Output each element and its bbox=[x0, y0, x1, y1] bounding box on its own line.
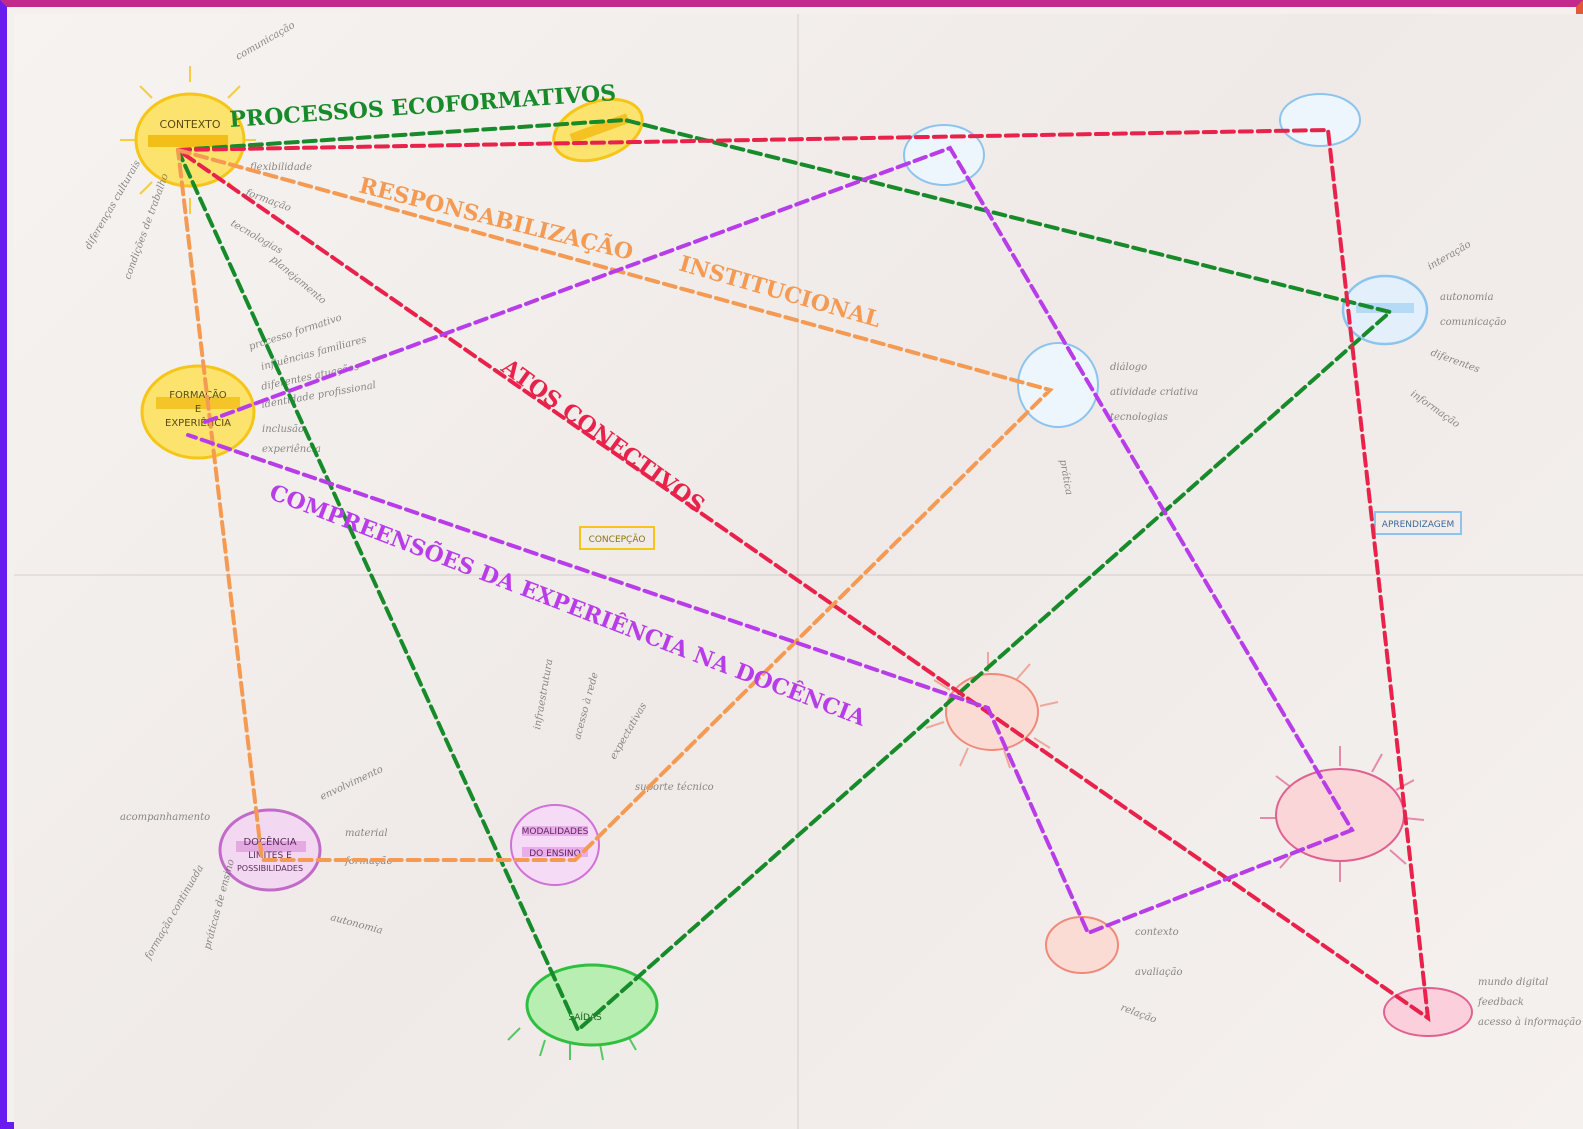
formacao-label-2: E bbox=[195, 404, 201, 415]
node-modalidades: MODALIDADES DO ENSINO bbox=[510, 804, 600, 886]
svg-text:prática: prática bbox=[1057, 459, 1074, 496]
svg-text:feedback: feedback bbox=[1477, 997, 1524, 1008]
svg-text:flexibilidade: flexibilidade bbox=[249, 162, 312, 173]
tag-aprendizagem: APRENDIZAGEM bbox=[1374, 511, 1462, 535]
svg-text:diálogo: diálogo bbox=[1110, 362, 1147, 373]
svg-text:autonomia: autonomia bbox=[329, 912, 384, 936]
svg-text:avaliação: avaliação bbox=[1135, 967, 1183, 978]
svg-text:acompanhamento: acompanhamento bbox=[120, 812, 210, 823]
svg-text:APRENDIZAGEM: APRENDIZAGEM bbox=[1382, 520, 1454, 530]
svg-text:contexto: contexto bbox=[1135, 927, 1179, 938]
svg-text:CONCEPÇÃO: CONCEPÇÃO bbox=[589, 534, 646, 545]
svg-text:mundo digital: mundo digital bbox=[1478, 977, 1548, 988]
svg-text:material: material bbox=[345, 828, 388, 839]
formacao-label-3: EXPERIÊNCIA bbox=[165, 416, 231, 429]
svg-text:formação continuada: formação continuada bbox=[143, 863, 207, 962]
docencia-label-3: POSSIBILIDADES bbox=[237, 864, 303, 873]
svg-text:planejamento: planejamento bbox=[268, 254, 328, 307]
node-pink-right bbox=[1260, 746, 1425, 882]
purple-connection-line bbox=[186, 145, 1355, 936]
node-blue-top-center bbox=[903, 124, 985, 186]
svg-text:infraestrutura: infraestrutura bbox=[532, 658, 555, 730]
modalidades-label-2: DO ENSINO bbox=[529, 849, 580, 859]
svg-text:comunicação: comunicação bbox=[1440, 317, 1506, 328]
node-formacao: FORMAÇÃO E EXPERIÊNCIA bbox=[140, 364, 256, 460]
svg-text:tecnologias: tecnologias bbox=[229, 218, 285, 256]
svg-text:acesso à informação: acesso à informação bbox=[1478, 1017, 1581, 1028]
handwriting-bottom-right: mundo digital feedback acesso à informaç… bbox=[1477, 977, 1581, 1028]
svg-text:experiência: experiência bbox=[262, 444, 321, 455]
label-atos-conectivos: ATOS CONECTIVOS bbox=[496, 353, 710, 518]
svg-text:informação: informação bbox=[1408, 388, 1461, 430]
svg-text:diferenças culturais: diferenças culturais bbox=[83, 159, 143, 252]
label-responsabilizacao: RESPONSABILIZAÇÃO bbox=[357, 172, 636, 266]
docencia-label-1: DOCÊNCIA bbox=[243, 835, 296, 848]
svg-text:envolvimento: envolvimento bbox=[319, 764, 385, 803]
svg-text:comunicação: comunicação bbox=[234, 20, 297, 63]
orange-connection-line bbox=[176, 148, 1054, 862]
node-docencia: DOCÊNCIA LIMITES E POSSIBILIDADES bbox=[218, 808, 322, 892]
tag-concepcao: CONCEPÇÃO bbox=[579, 526, 655, 550]
svg-text:acesso à rede: acesso à rede bbox=[572, 671, 601, 741]
svg-text:interação: interação bbox=[1426, 239, 1473, 272]
svg-text:tecnologias: tecnologias bbox=[1110, 412, 1168, 423]
label-compreensoes: COMPREENSÕES DA EXPERIÊNCIA NA DOCÊNCIA bbox=[266, 478, 870, 732]
docencia-label-2: LIMITES E bbox=[248, 851, 292, 861]
label-institucional: INSTITUCIONAL bbox=[676, 251, 883, 333]
green-connection-line bbox=[176, 117, 1395, 1034]
contexto-label: CONTEXTO bbox=[160, 118, 221, 131]
node-yellow-top bbox=[552, 97, 644, 163]
modalidades-label-1: MODALIDADES bbox=[522, 827, 589, 837]
svg-text:práticas de ensino: práticas de ensino bbox=[202, 858, 237, 951]
paper-background bbox=[14, 14, 1583, 1129]
red-connection-line bbox=[176, 127, 1431, 1023]
svg-text:suporte técnico: suporte técnico bbox=[635, 782, 714, 793]
svg-text:relação: relação bbox=[1119, 1002, 1158, 1025]
node-blue-top-right bbox=[1279, 93, 1361, 147]
node-peach-center bbox=[925, 652, 1059, 769]
svg-text:formação: formação bbox=[344, 856, 393, 867]
svg-text:diferentes: diferentes bbox=[1429, 347, 1481, 375]
svg-text:autonomia: autonomia bbox=[1440, 292, 1494, 303]
svg-text:expectativas: expectativas bbox=[608, 701, 649, 761]
svg-text:atividade criativa: atividade criativa bbox=[1110, 387, 1198, 398]
node-peach-small bbox=[1045, 916, 1119, 974]
formacao-label-1: FORMAÇÃO bbox=[169, 388, 227, 401]
handwriting-pink-small: contexto avaliação relação bbox=[1119, 927, 1183, 1026]
handwriting-modalidades: infraestrutura acesso à rede expectativa… bbox=[532, 658, 714, 793]
handwriting-right-blue: interação autonomia comunicação diferent… bbox=[1408, 239, 1506, 430]
svg-text:inclusão: inclusão bbox=[262, 424, 304, 435]
